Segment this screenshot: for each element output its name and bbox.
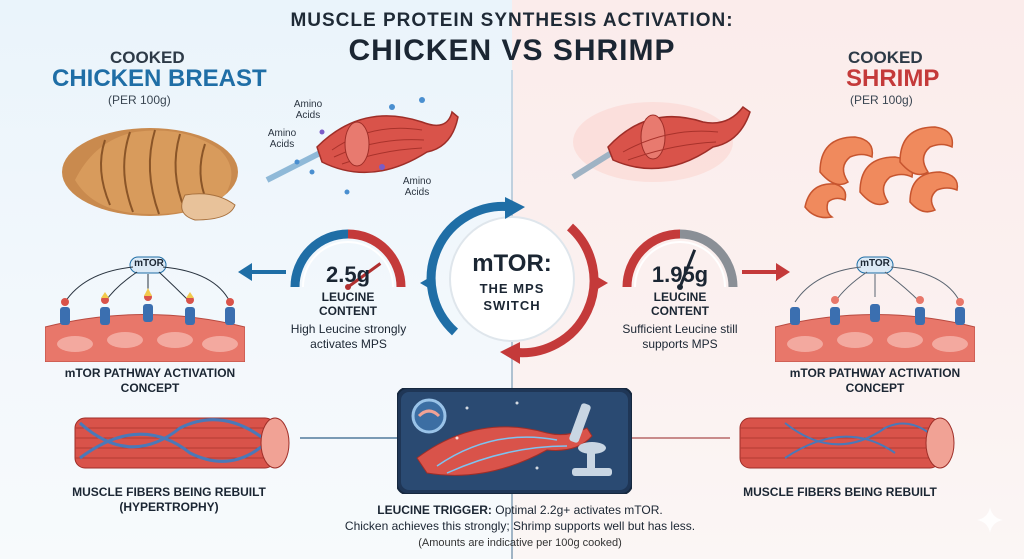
right-mtor-pathway-diagram [775,256,975,362]
right-leucine-description: Sufficient Leucine still supports MPS [622,322,738,351]
shrimp-illustration [804,126,959,219]
right-leucine-gauge [622,229,738,290]
left-per-label: (PER 100g) [108,93,171,107]
left-leucine-value: 2.5g [325,262,371,287]
footer-trigger-bold: LEUCINE TRIGGER: [377,503,492,517]
right-connector-line [630,437,730,439]
left-food-name: CHICKEN BREAST [52,65,267,92]
right-muscle-illustration [571,102,751,182]
footer-line-2: Chicken achieves this strongly; Shrimp s… [344,519,696,533]
leucine-trigger-illustration [397,388,632,494]
footer-trigger-rest: Optimal 2.2g+ activates mTOR. [491,503,663,517]
sparkle-icon [977,507,1003,533]
right-leucine-label: LEUCINE CONTENT [651,290,709,318]
left-arrow-icon [238,263,286,281]
left-fiber-label: MUSCLE FIBERS BEING REBUILT (HYPERTROPHY… [72,485,266,514]
title-line-1: MUSCLE PROTEIN SYNTHESIS ACTIVATION: [290,10,734,31]
amino-acids-label-1: Amino Acids [293,99,323,121]
mtor-title: mTOR: [472,250,552,277]
left-cooked-label: COOKED [110,48,185,67]
right-leucine-value: 1.95g [651,262,709,287]
left-pathway-label: mTOR PATHWAY ACTIVATION CONCEPT [64,366,236,395]
footer-note: (Amounts are indicative per 100g cooked) [418,537,622,549]
amino-acids-label-2: Amino Acids [267,128,297,150]
right-cooked-label: COOKED [848,48,923,67]
mtor-switch-cycle [426,197,599,364]
left-leucine-label: LEUCINE CONTENT [319,290,377,318]
amino-acids-label-3: Amino Acids [402,176,432,198]
left-pathway-node: mTOR [134,258,164,269]
title-line-2: CHICKEN VS SHRIMP [348,34,676,67]
center-right-arrow-icon [596,276,608,290]
right-food-name: SHRIMP [846,65,940,92]
left-gauge-needle [347,262,382,289]
footer-trigger-line: LEUCINE TRIGGER: Optimal 2.2g+ activates… [330,502,710,518]
right-pathway-label: mTOR PATHWAY ACTIVATION CONCEPT [789,366,961,395]
mtor-subtitle: THE MPS SWITCH [479,281,545,313]
right-gauge-needle [678,249,697,288]
center-left-arrow-icon [420,276,432,290]
left-muscle-fibers-illustration [74,417,290,469]
right-per-label: (PER 100g) [850,93,913,107]
chicken-breast-illustration [62,128,238,221]
left-muscle-amino-illustration [265,97,459,195]
left-mtor-pathway-diagram [45,256,245,362]
right-arrow-icon [742,263,790,281]
right-pathway-node: mTOR [860,258,890,269]
left-leucine-gauge [290,229,406,290]
left-leucine-description: High Leucine strongly activates MPS [290,322,407,351]
right-muscle-fibers-illustration [739,417,955,469]
left-connector-line [300,437,398,439]
right-fiber-label: MUSCLE FIBERS BEING REBUILT [743,485,937,499]
